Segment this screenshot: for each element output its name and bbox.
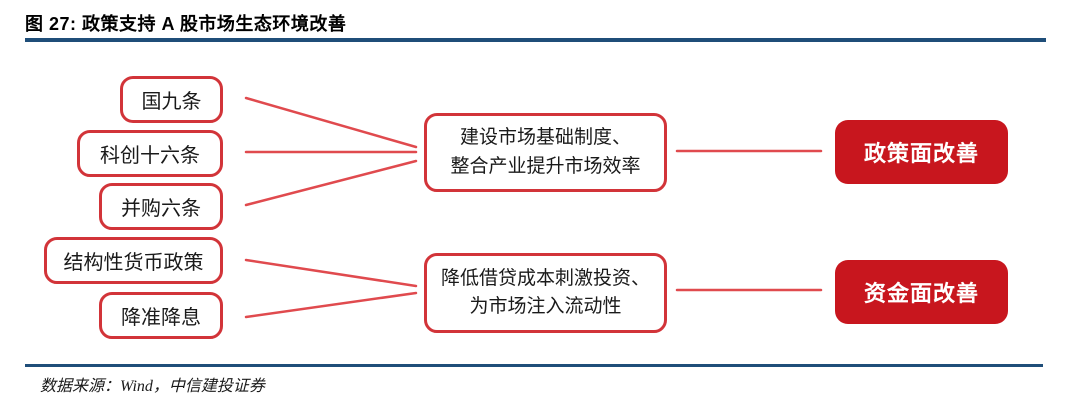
- figure-title: 图 27: 政策支持 A 股市场生态环境改善: [25, 14, 347, 34]
- data-source-note: 数据来源：Wind，中信建投证券: [40, 378, 265, 395]
- node-policy-effect: 建设市场基础制度、 整合产业提升市场效率: [424, 113, 667, 192]
- monetary-effect-line1: 降低借贷成本刺激投资、: [440, 267, 650, 289]
- edge-jiegouxing-to-monetary-effect: [244, 258, 418, 288]
- title-rule: [25, 38, 1046, 42]
- edge-binggou-to-policy-effect: [244, 159, 418, 207]
- monetary-effect-line2: 为市场注入流动性: [469, 296, 622, 317]
- node-guojiutiao: 国九条: [120, 76, 223, 123]
- policy-effect-line2: 整合产业提升市场效率: [450, 155, 641, 177]
- node-kechuang-shiliutiao: 科创十六条: [77, 130, 223, 177]
- node-monetary-effect: 降低借贷成本刺激投资、 为市场注入流动性: [424, 253, 667, 333]
- policy-effect-line1: 建设市场基础制度、: [459, 127, 631, 148]
- node-jiegouxing-huobi-zhengce: 结构性货币政策: [44, 237, 223, 284]
- node-binggou-liutiao: 并购六条: [99, 183, 223, 230]
- edge-guojiutiao-to-policy-effect: [244, 96, 418, 149]
- node-monetary-outcome: 资金面改善: [835, 260, 1008, 324]
- source-rule: [25, 364, 1043, 367]
- node-policy-outcome: 政策面改善: [835, 120, 1008, 184]
- node-jiangzhun-jiangxi: 降准降息: [99, 292, 223, 339]
- edge-jiangzhun-to-monetary-effect: [244, 291, 418, 319]
